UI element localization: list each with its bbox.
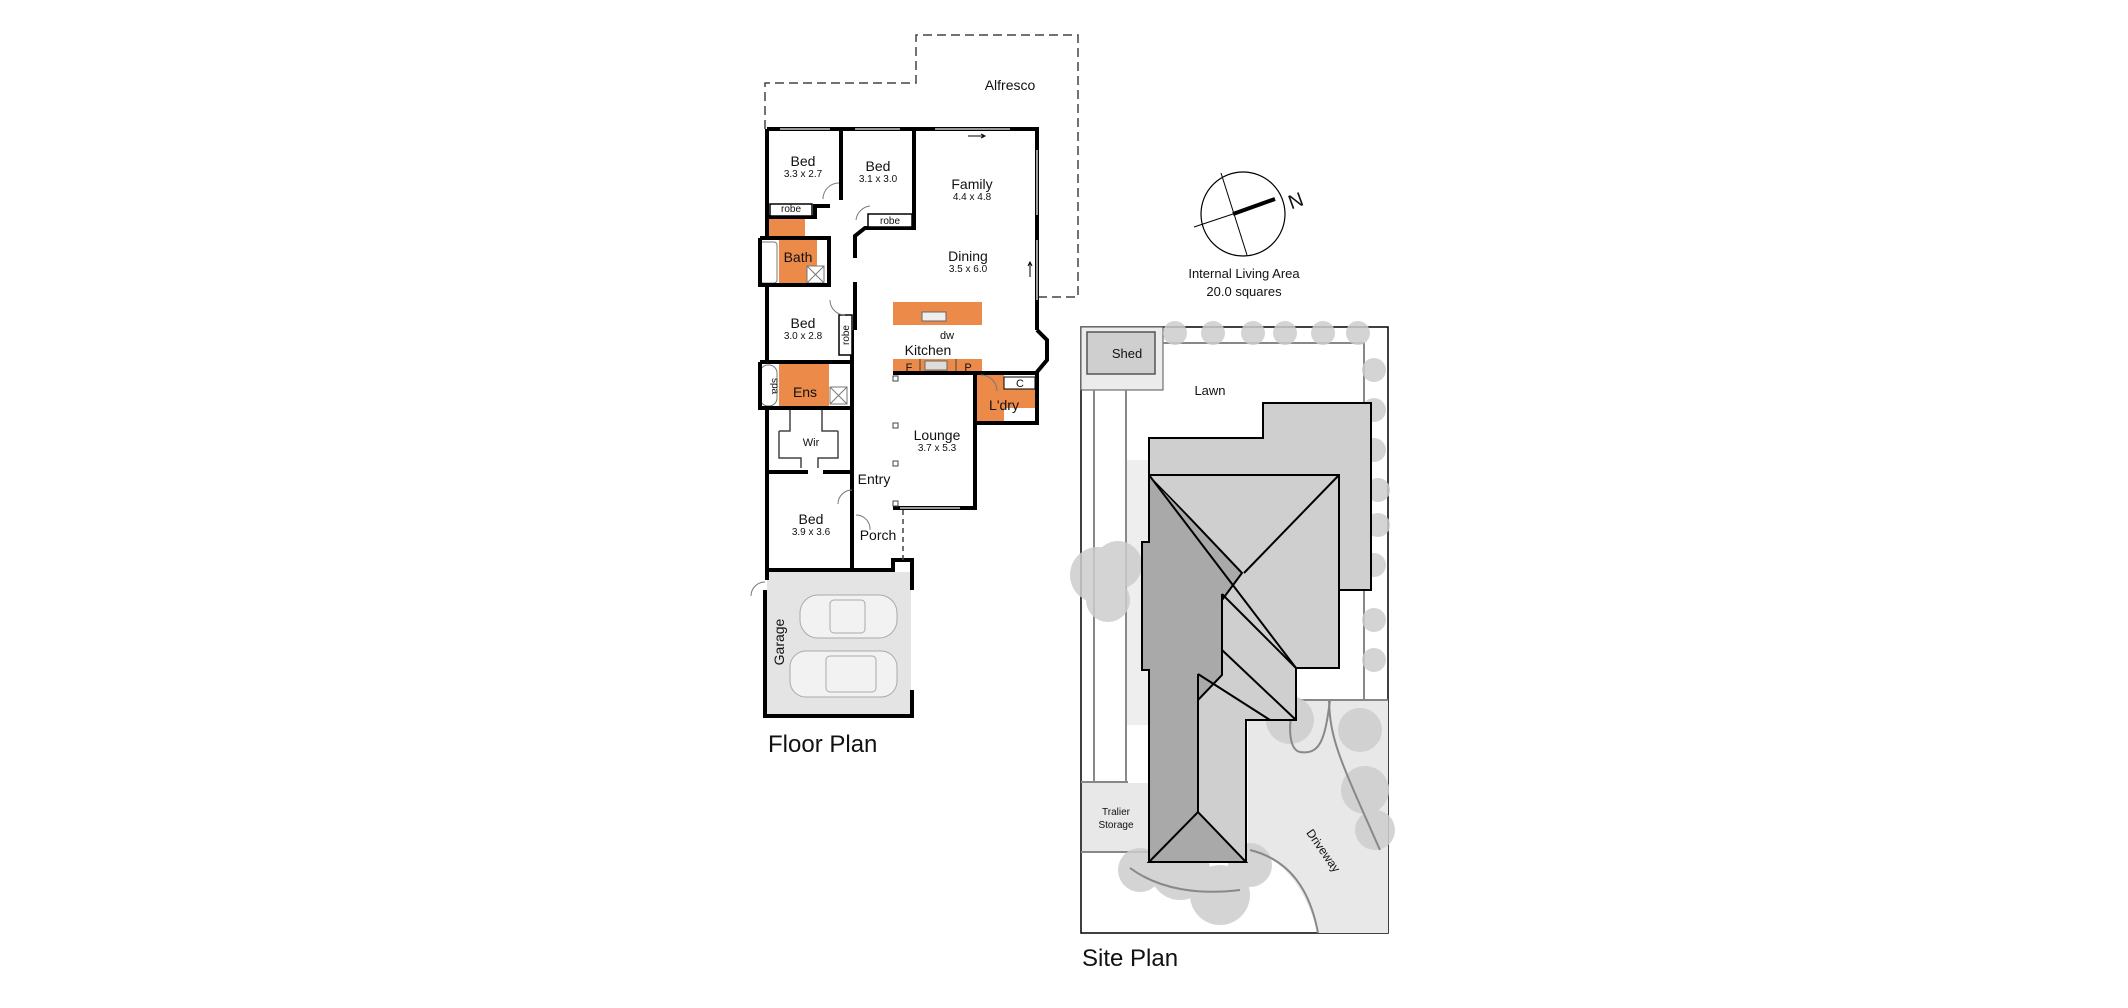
wir-walls (778, 410, 839, 468)
windows (780, 128, 1038, 509)
alfresco-outline (764, 34, 1079, 298)
room-dims-lounge: 3.7 x 5.3 (918, 443, 957, 454)
room-label-bed2: Bed (866, 158, 891, 174)
room-dims-bed3: 3.0 x 2.8 (784, 331, 823, 342)
column-icon (892, 375, 899, 507)
room-label-kitchen: Kitchen (905, 342, 952, 358)
room-label-porch: Porch (860, 527, 897, 543)
room-label-bed1: Bed (791, 153, 816, 169)
room-label-alfresco: Alfresco (985, 77, 1036, 93)
house-roof (1141, 402, 1372, 863)
tree-icon (1070, 321, 1395, 925)
fridge-label: F (906, 362, 913, 374)
trailer-storage-area (1082, 783, 1150, 853)
room-label-bed4: Bed (799, 511, 824, 527)
storage-label: Storage (1098, 820, 1133, 831)
room-label-bath: Bath (784, 249, 813, 265)
shower-icon (806, 265, 848, 405)
room-label-ens: Ens (793, 384, 817, 400)
driveway-area (1248, 700, 1388, 933)
robe-label: robe (841, 325, 852, 345)
island-sink-icon (921, 311, 947, 322)
dishwasher-label: dw (940, 330, 954, 342)
walls (758, 127, 1049, 718)
cupboard-label: C (1016, 378, 1024, 390)
bathtub-icon (759, 241, 778, 284)
spa-label: spa (769, 378, 780, 395)
shed-label: Shed (1112, 346, 1142, 361)
trailer-label: Tralier (1102, 807, 1131, 818)
site-plan-title: Site Plan (1082, 945, 1178, 972)
pantry-label: P (964, 362, 971, 374)
room-label-laundry: L'dry (989, 397, 1019, 413)
robe-label: robe (880, 216, 900, 227)
shed (1086, 331, 1156, 375)
arrow-icon (968, 133, 1033, 277)
room-dims-bed2: 3.1 x 3.0 (859, 174, 898, 185)
robe-label: robe (781, 204, 801, 215)
room-label-wir: Wir (803, 437, 820, 449)
room-label-dining: Dining (948, 248, 988, 264)
north-arrow-icon (1232, 197, 1276, 216)
room-label-lounge: Lounge (914, 427, 961, 443)
cooktop-icon (924, 360, 948, 371)
lawn-label: Lawn (1194, 383, 1225, 398)
room-dims-dining: 3.5 x 6.0 (949, 264, 988, 275)
room-label-bed3: Bed (791, 315, 816, 331)
room-label-garage: Garage (771, 618, 787, 665)
room-dims-bed4: 3.9 x 3.6 (792, 527, 831, 538)
area-label: Internal Living Area (1188, 266, 1300, 281)
compass-north-label: N (1285, 189, 1306, 215)
car-icon (789, 594, 898, 698)
room-label-family: Family (951, 176, 992, 192)
floor-plan: Alfresco Bed 3.3 x 2.7 Bed 3.1 x 3.0 Fam… (750, 34, 1079, 758)
floor-labels: Alfresco Bed 3.3 x 2.7 Bed 3.1 x 3.0 Fam… (768, 77, 1036, 758)
room-dims-family: 4.4 x 4.8 (953, 192, 992, 203)
floor-plan-title: Floor Plan (768, 731, 877, 758)
wet-areas (767, 217, 1035, 422)
site-plan: Shed Lawn Tralier Storage Driveway Site … (1070, 321, 1395, 972)
compass: N (1193, 171, 1307, 257)
robes (769, 203, 913, 356)
door-swing (750, 182, 998, 597)
room-dims-bed1: 3.3 x 2.7 (784, 169, 823, 180)
area-value: 20.0 squares (1206, 284, 1282, 299)
room-label-entry: Entry (858, 471, 891, 487)
